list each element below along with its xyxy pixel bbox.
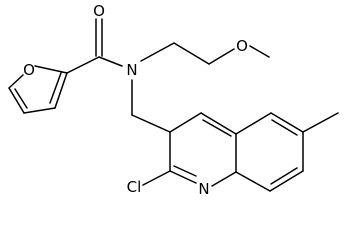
atom-label-quinoline-nitrogen: N bbox=[198, 180, 209, 198]
bond-q-n-c2 bbox=[169, 170, 197, 184]
bond-furan-c3-c2-double bbox=[49, 72, 62, 104]
atom-label-ether-oxygen: O bbox=[236, 37, 248, 55]
bond-furan-c3-c2 bbox=[54, 72, 68, 109]
bond-q-c5-c6 bbox=[270, 112, 304, 133]
bond-benzyl-ch2-c3 bbox=[131, 114, 171, 133]
atom-label-furan-oxygen: O bbox=[23, 61, 35, 79]
bond-furan-c5-c4 bbox=[8, 87, 25, 114]
bond-q-c7-c8-double bbox=[270, 167, 298, 185]
atom-label-amide-nitrogen: N bbox=[126, 61, 137, 79]
bond-furan-o-c5 bbox=[8, 74, 24, 89]
atom-label-chlorine: Cl bbox=[127, 178, 142, 196]
bond-q-c4-c4a bbox=[200, 112, 237, 135]
atom-label-carbonyl-oxygen: O bbox=[93, 2, 105, 20]
bond-q-n-c2-double bbox=[173, 165, 197, 177]
bond-q-c8-c8a bbox=[235, 171, 271, 192]
chemical-structure-diagram: O O N O Cl N bbox=[8, 2, 339, 198]
bond-q-c5-c6-double bbox=[271, 119, 298, 136]
bond-ch2-ch2 bbox=[173, 42, 210, 65]
bond-q-c4-c4a-double bbox=[202, 119, 232, 137]
bond-q-c8a-n bbox=[211, 171, 237, 187]
bond-carbonyl-n bbox=[98, 56, 123, 67]
bond-q-c2-cl bbox=[142, 170, 171, 186]
bond-ch2-o bbox=[208, 48, 235, 65]
bond-furan-c4-c3 bbox=[23, 107, 56, 114]
bond-q-c3-c4 bbox=[169, 112, 202, 133]
bond-n-ch2 bbox=[140, 42, 175, 62]
bond-furan-c5-c4-double bbox=[14, 88, 28, 109]
bond-c2-carbonyl bbox=[66, 56, 100, 74]
bond-q-c7-c8 bbox=[269, 170, 304, 192]
bond-q-c4a-c5 bbox=[235, 112, 272, 135]
bond-o-ch3 bbox=[249, 45, 270, 58]
atom-labels: O O N O Cl N bbox=[23, 2, 248, 198]
bond-furan-o-c2 bbox=[34, 65, 68, 74]
bond-lines bbox=[8, 18, 339, 192]
bond-q-c6-methyl bbox=[302, 112, 339, 133]
